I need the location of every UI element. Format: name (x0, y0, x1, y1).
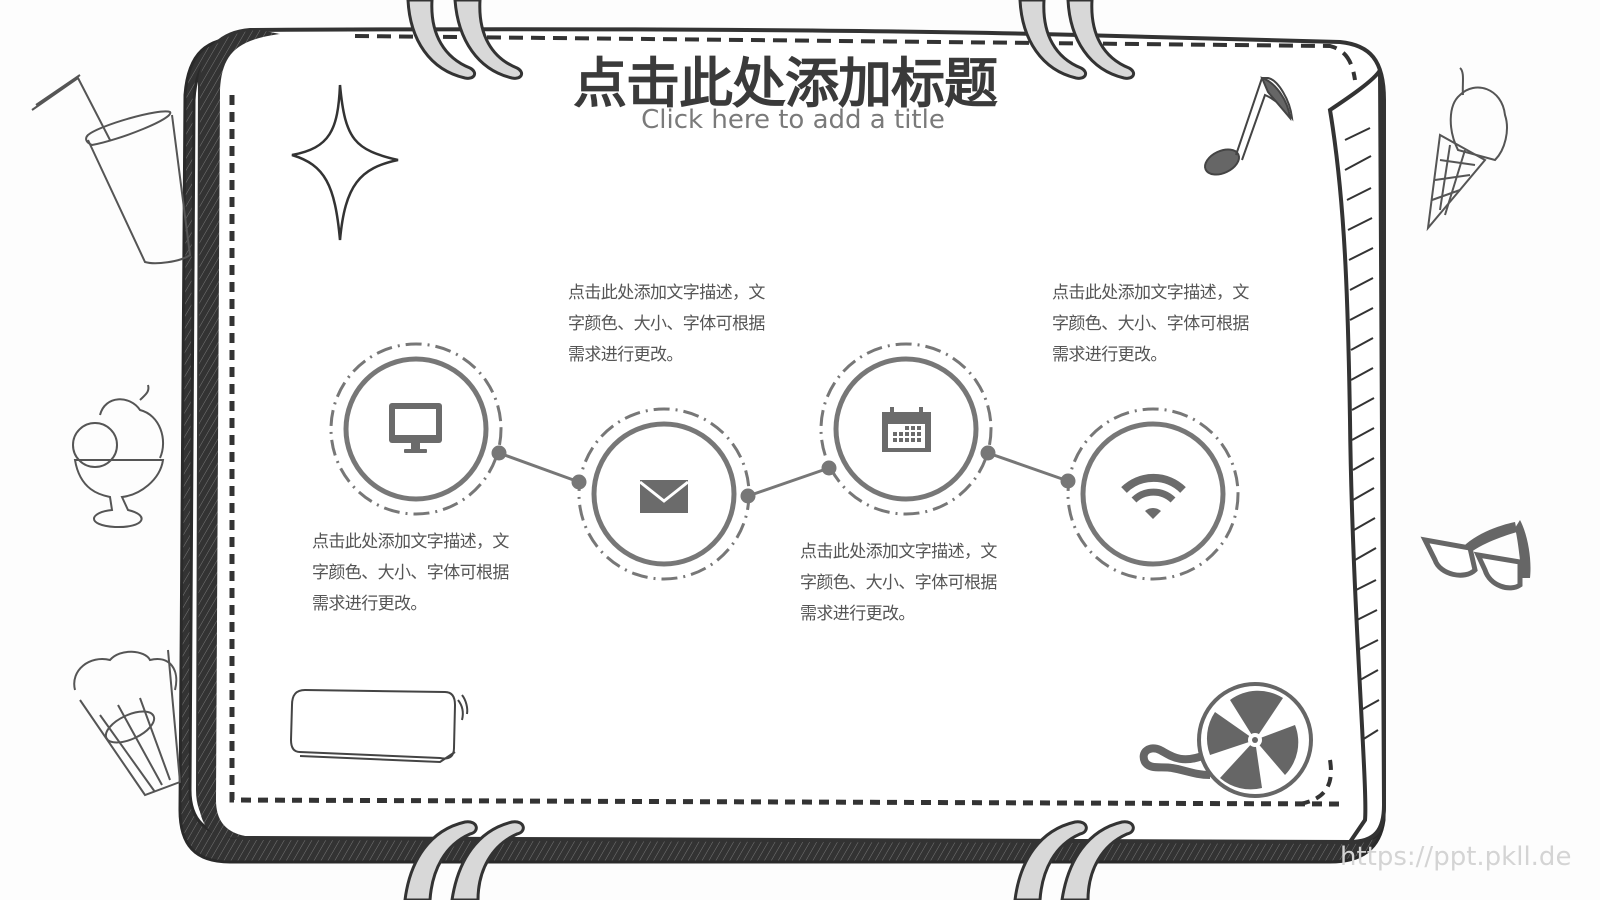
node-2-outer-ring (577, 407, 751, 581)
timeline-connectors (491, 445, 1076, 504)
description-line: 字颜色、大小、字体可根据 (568, 314, 765, 334)
drink-cup-icon (31, 74, 192, 265)
sundae-icon (72, 384, 165, 529)
description-node-2[interactable]: 点击此处添加文字描述，文 字颜色、大小、字体可根据 需求进行更改。 (568, 278, 798, 371)
node-1-inner-ring (343, 356, 489, 502)
node-3-inner-ring (833, 356, 979, 502)
slide-title[interactable]: 点击此处添加标题 (573, 52, 998, 115)
description-line: 点击此处添加文字描述，文 (1052, 283, 1249, 303)
calendar-icon (882, 407, 931, 452)
node-4-outer-ring (1066, 407, 1240, 581)
monitor-icon (389, 403, 442, 453)
music-note-icon (1204, 76, 1294, 176)
description-line: 点击此处添加文字描述，文 (800, 542, 997, 562)
film-reel-icon (1139, 682, 1313, 798)
description-line: 需求进行更改。 (800, 604, 915, 624)
description-line: 需求进行更改。 (1052, 345, 1167, 365)
ice-cream-cone-icon (1426, 67, 1508, 232)
description-line: 字颜色、大小、字体可根据 (1052, 314, 1249, 334)
watermark-url: https://ppt.pkll.de (1340, 842, 1572, 872)
description-line: 需求进行更改。 (568, 345, 683, 365)
description-line: 字颜色、大小、字体可根据 (800, 573, 997, 593)
node-3-outer-ring (819, 342, 993, 516)
description-node-4[interactable]: 点击此处添加文字描述，文 字颜色、大小、字体可根据 需求进行更改。 (1052, 278, 1282, 371)
wifi-icon (1121, 473, 1186, 519)
description-line: 需求进行更改。 (312, 594, 427, 614)
slide-subtitle[interactable]: Click here to add a title (641, 105, 945, 135)
binder-rings-bottom (403, 820, 1135, 900)
popcorn-icon (73, 649, 182, 797)
description-line: 字颜色、大小、字体可根据 (312, 563, 509, 583)
description-node-3[interactable]: 点击此处添加文字描述，文 字颜色、大小、字体可根据 需求进行更改。 (800, 537, 1030, 630)
node-1-outer-ring (329, 342, 503, 516)
node-4-inner-ring (1080, 421, 1226, 567)
description-line: 点击此处添加文字描述，文 (568, 283, 765, 303)
blank-label-box (289, 688, 469, 764)
mail-icon (639, 480, 689, 513)
glasses-icon (1420, 520, 1531, 591)
description-line: 点击此处添加文字描述，文 (312, 532, 509, 552)
node-2-inner-ring (591, 421, 737, 567)
description-node-1[interactable]: 点击此处添加文字描述，文 字颜色、大小、字体可根据 需求进行更改。 (312, 527, 542, 620)
binder-rings-top (406, 0, 1136, 80)
sparkle-icon (291, 84, 399, 241)
